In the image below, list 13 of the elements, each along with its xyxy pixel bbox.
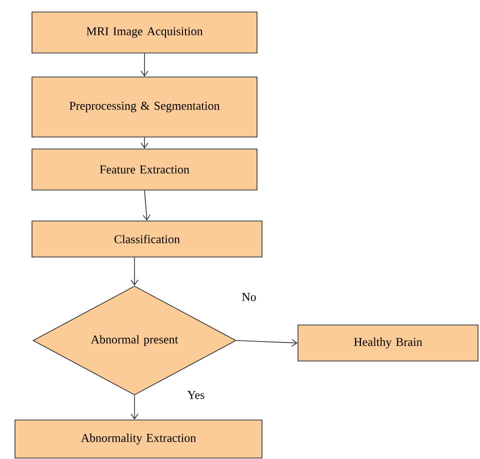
process-box: Feature Extraction: [32, 148, 258, 190]
arrow: [236, 338, 298, 347]
arrow: [130, 395, 138, 420]
process-box: Abnormality Extraction: [14, 420, 262, 458]
process-box: Healthy Brain: [298, 324, 478, 362]
edge-label: No: [240, 292, 258, 302]
arrow: [140, 137, 148, 149]
process-box: Preprocessing & Segmentation: [32, 76, 258, 138]
arrow: [142, 190, 150, 221]
process-box: MRI Image Acquisition: [32, 12, 258, 54]
arrow: [130, 257, 138, 286]
arrow: [140, 53, 148, 77]
process-box: Classification: [32, 220, 262, 258]
